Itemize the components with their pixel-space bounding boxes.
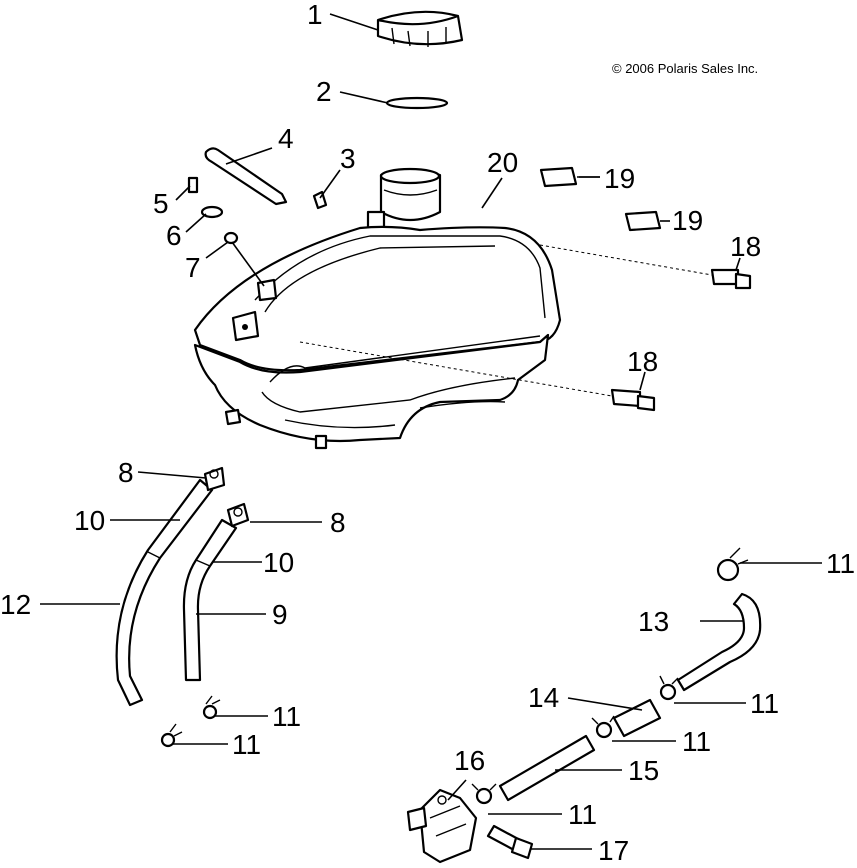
callout-11-right-mid: 11 — [750, 688, 779, 719]
bolt-part-5 — [187, 176, 199, 194]
fuel-tank-part — [193, 167, 562, 450]
pad-part-19b — [624, 210, 662, 232]
washer-part-6 — [200, 205, 224, 219]
callout-18-bottom: 18 — [627, 346, 658, 377]
hose-part-13 — [676, 592, 762, 692]
callout-5: 5 — [153, 188, 169, 219]
copyright-text: © 2006 Polaris Sales Inc. — [612, 61, 758, 76]
callout-18-top: 18 — [730, 231, 761, 262]
callout-11-lower-left-b: 11 — [232, 729, 261, 760]
clamp-part-11a — [202, 695, 221, 720]
fuel-valve-part-16 — [406, 788, 478, 864]
vent-fitting-part-3 — [312, 190, 328, 210]
callout-2: 2 — [316, 76, 332, 107]
fuel-cap-part — [376, 10, 464, 47]
callout-19-bottom: 19 — [672, 205, 703, 236]
hose-part-9 — [182, 518, 238, 682]
callout-10-left: 10 — [74, 505, 105, 536]
callout-1: 1 — [307, 0, 323, 30]
bolt-part-18a — [710, 268, 752, 290]
callout-3: 3 — [340, 143, 356, 174]
callout-7: 7 — [185, 252, 201, 283]
callout-14: 14 — [528, 682, 559, 713]
vent-hose-part-4 — [204, 147, 288, 206]
clamp-part-11c — [716, 547, 749, 582]
clamp-part-11e — [591, 715, 615, 739]
hose-part-15 — [498, 734, 596, 802]
callout-4: 4 — [278, 123, 294, 154]
callout-19-top: 19 — [604, 163, 635, 194]
callout-12: 12 — [0, 589, 31, 620]
alignment-line-bottom — [299, 341, 613, 397]
callout-13: 13 — [638, 606, 669, 637]
filter-part-14 — [612, 698, 662, 738]
callout-20: 20 — [487, 147, 518, 178]
callout-8-left: 8 — [118, 457, 134, 488]
clamp-part-11d — [659, 675, 679, 701]
callout-8-right: 8 — [330, 507, 346, 538]
cap-gasket-part — [385, 96, 449, 110]
callout-11-right-top: 11 — [826, 548, 855, 579]
screw-part-17 — [486, 824, 534, 860]
clamp-part-8a — [203, 466, 226, 492]
clamp-part-11b — [160, 723, 183, 748]
callout-15: 15 — [628, 755, 659, 786]
callout-11-right-lower: 11 — [682, 726, 711, 757]
callout-9: 9 — [272, 599, 288, 630]
callout-11-lower-left-a: 11 — [272, 701, 301, 732]
clamp-part-8b — [226, 502, 250, 528]
callout-17: 17 — [598, 835, 629, 866]
callout-6: 6 — [166, 220, 182, 251]
callout-10-right: 10 — [263, 547, 294, 578]
alignment-line-top — [539, 244, 713, 276]
clamp-part-11f — [471, 783, 497, 805]
leader-lines — [40, 13, 822, 850]
grommet-part-7 — [223, 231, 239, 245]
bolt-part-18b — [610, 388, 656, 412]
callout-16: 16 — [454, 745, 485, 776]
callout-11-bottom: 11 — [568, 799, 597, 830]
hose-part-12 — [115, 478, 214, 707]
